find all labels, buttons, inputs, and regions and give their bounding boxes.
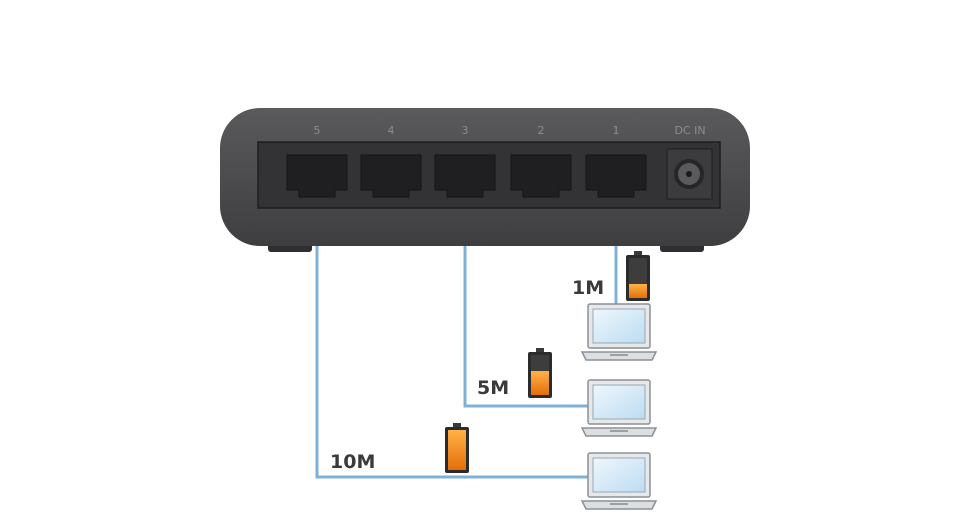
dc-power-jack	[666, 148, 713, 200]
ethernet-port-4	[360, 154, 422, 198]
ethernet-port-5	[286, 154, 348, 198]
ethernet-port-1	[585, 154, 647, 198]
cable-port-3	[463, 205, 588, 408]
ethernet-port-icon	[585, 154, 647, 198]
speed-label-1m: 1M	[572, 277, 604, 299]
port-label-1: 1	[613, 124, 620, 137]
battery-fill-1m	[629, 284, 647, 298]
ethernet-port-icon	[360, 154, 422, 198]
battery-1m	[626, 251, 650, 301]
laptop-icon	[580, 303, 658, 361]
laptop-icon	[580, 452, 658, 510]
laptop-5m	[580, 379, 658, 437]
port-label-2: 2	[538, 124, 545, 137]
laptop-10m	[580, 452, 658, 510]
battery-icon	[445, 423, 469, 473]
battery-fill-5m	[531, 371, 549, 395]
port-label-3: 3	[462, 124, 469, 137]
port-label-5: 5	[314, 124, 321, 137]
ethernet-port-icon	[286, 154, 348, 198]
cable-port-5	[315, 205, 588, 479]
ethernet-port-icon	[434, 154, 496, 198]
dc-in-label: DC IN	[674, 124, 705, 137]
dc-jack-pin	[686, 171, 692, 177]
battery-5m	[528, 348, 552, 398]
laptop-1m	[580, 303, 658, 361]
port-label-4: 4	[388, 124, 395, 137]
network-switch: 5 4 3 2 1 DC IN	[220, 108, 750, 252]
battery-icon	[528, 348, 552, 398]
battery-10m	[445, 423, 469, 473]
speed-label-5m: 5M	[477, 377, 509, 399]
ethernet-port-2	[510, 154, 572, 198]
speed-label-10m: 10M	[330, 451, 375, 473]
battery-fill-10m	[448, 430, 466, 470]
battery-icon	[626, 251, 650, 301]
ethernet-port-icon	[510, 154, 572, 198]
laptop-icon	[580, 379, 658, 437]
ethernet-port-3	[434, 154, 496, 198]
